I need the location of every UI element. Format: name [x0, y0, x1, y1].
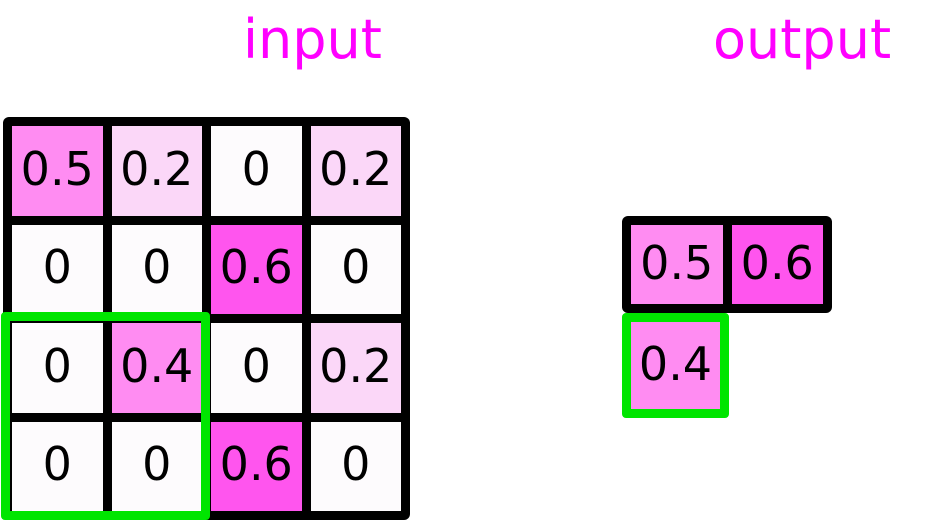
- input-matrix: 0.5 0.2 0 0.2 0 0 0.6 0 0 0.4 0 0.2 0 0 0.6 0: [3, 117, 410, 520]
- input-matrix-cell-value: 0.2: [319, 338, 393, 393]
- input-matrix-cell-value: 0: [42, 240, 72, 295]
- output-matrix-cell-value: 0.6: [740, 235, 814, 290]
- input-matrix-cell-value: 0.2: [319, 141, 393, 196]
- input-matrix-cell: 0: [111, 224, 202, 314]
- input-matrix-cell-value: 0.6: [219, 240, 293, 295]
- input-matrix-cell-value: 0: [241, 338, 271, 393]
- input-matrix-cell: 0.2: [310, 126, 401, 216]
- output-matrix-cell-value: 0.5: [640, 235, 714, 290]
- input-matrix-cell: 0.4: [111, 323, 202, 413]
- input-matrix-cell: 0.5: [12, 126, 103, 216]
- input-matrix-cell-value: 0: [241, 141, 271, 196]
- output-matrix-cell: 0.5: [631, 225, 723, 304]
- output-cell-highlighted-value: 0.4: [638, 336, 713, 391]
- input-matrix-cell-value: 0.4: [120, 338, 194, 393]
- output-title: output: [713, 8, 892, 71]
- input-matrix-cell: 0.6: [211, 421, 302, 511]
- input-matrix-cell: 0: [111, 421, 202, 511]
- output-matrix-cell: 0.6: [731, 225, 823, 304]
- input-matrix-cell-value: 0: [341, 437, 371, 492]
- input-matrix-cell-value: 0: [42, 437, 72, 492]
- input-matrix-cell: 0.2: [111, 126, 202, 216]
- input-matrix-cell: 0: [211, 323, 302, 413]
- input-matrix-cell-value: 0.2: [120, 141, 194, 196]
- input-matrix-cell-value: 0: [142, 240, 172, 295]
- input-title: input: [243, 8, 382, 71]
- input-matrix-cell: 0: [12, 421, 103, 511]
- input-matrix-cell: 0: [211, 126, 302, 216]
- input-matrix-cell: 0: [12, 323, 103, 413]
- input-matrix-cell-value: 0: [142, 437, 172, 492]
- input-matrix-cell: 0: [310, 224, 401, 314]
- input-matrix-cell-value: 0.6: [219, 437, 293, 492]
- input-matrix-cell-value: 0: [341, 240, 371, 295]
- input-matrix-cell: 0.6: [211, 224, 302, 314]
- input-matrix-cell: 0.2: [310, 323, 401, 413]
- output-cell-highlighted: 0.4: [622, 313, 729, 418]
- input-matrix-cell: 0: [310, 421, 401, 511]
- output-matrix: 0.5 0.6: [622, 216, 832, 313]
- input-matrix-cell-value: 0: [42, 338, 72, 393]
- input-matrix-cell: 0: [12, 224, 103, 314]
- input-matrix-cell-value: 0.5: [20, 141, 94, 196]
